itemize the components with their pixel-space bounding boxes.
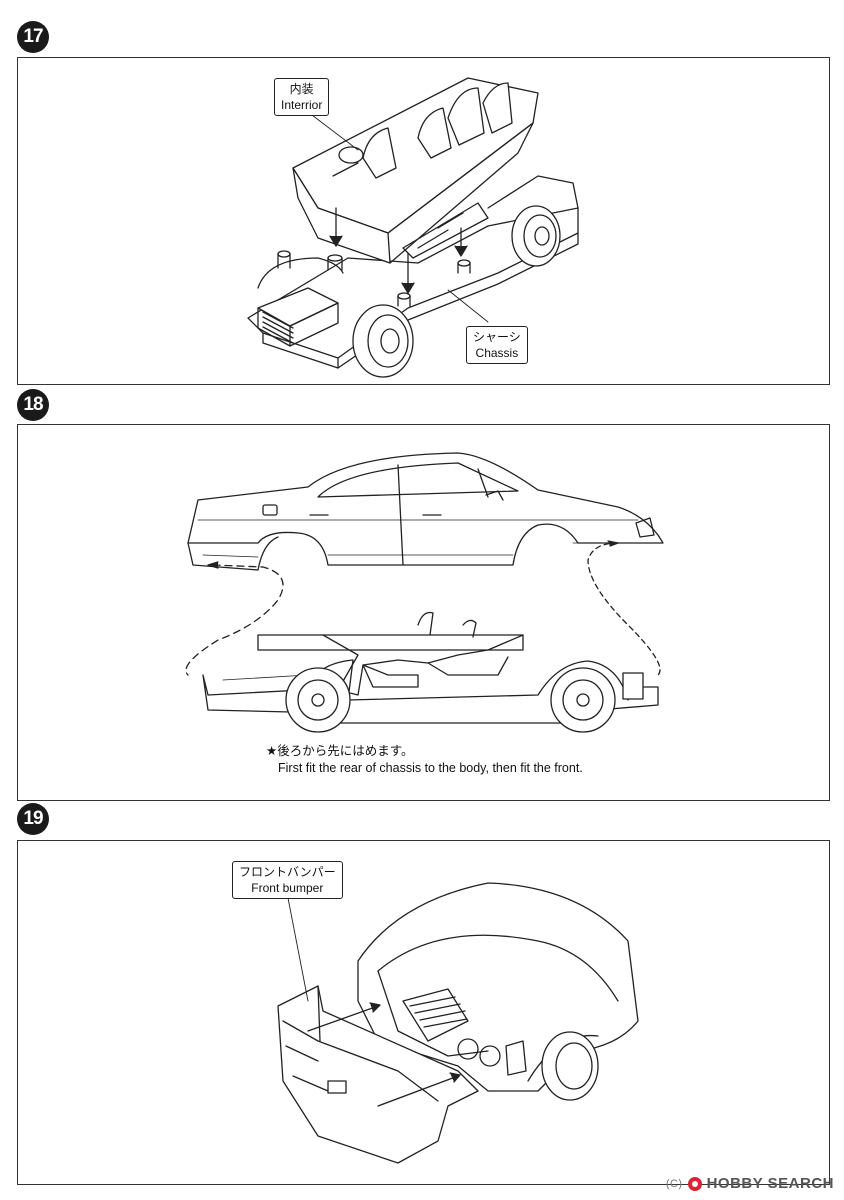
step-17-badge: 17 — [17, 21, 49, 53]
chassis-label-jp: シャーシ — [473, 330, 521, 344]
watermark-text: HOBBY SEARCH — [706, 1175, 834, 1192]
step-18-note: ★後ろから先にはめます。 First fit the rear of chass… — [266, 743, 583, 777]
interior-label-en: Interrior — [281, 98, 323, 112]
watermark: (C) HOBBY SEARCH — [666, 1175, 834, 1192]
step-18-note-jp: ★後ろから先にはめます。 — [266, 744, 414, 758]
step-19-panel: フロントバンパー Front bumper — [17, 840, 830, 1185]
interior-callout: 内装 Interrior — [274, 78, 330, 116]
step-18-panel: ★後ろから先にはめます。 First fit the rear of chass… — [17, 424, 830, 801]
chassis-callout: シャーシ Chassis — [466, 326, 528, 364]
step-17-illustration — [247, 77, 579, 378]
step-19-illustration — [277, 882, 639, 1164]
step-18-note-en: First fit the rear of chassis to the bod… — [278, 761, 583, 775]
hobby-search-logo-icon — [687, 1176, 702, 1191]
chassis-label-en: Chassis — [475, 346, 519, 360]
interior-label-jp: 内装 — [289, 82, 314, 96]
step-18-illustration — [185, 452, 664, 733]
front-bumper-callout: フロントバンパー Front bumper — [232, 861, 343, 899]
step-18-badge: 18 — [17, 389, 49, 421]
front-bumper-label-en: Front bumper — [251, 881, 324, 895]
copyright-symbol: (C) — [665, 1177, 683, 1190]
step-19-badge: 19 — [17, 803, 49, 835]
front-bumper-label-jp: フロントバンパー — [239, 865, 336, 879]
step-17-panel: 内装 Interrior シャーシ Chassis — [17, 57, 830, 385]
